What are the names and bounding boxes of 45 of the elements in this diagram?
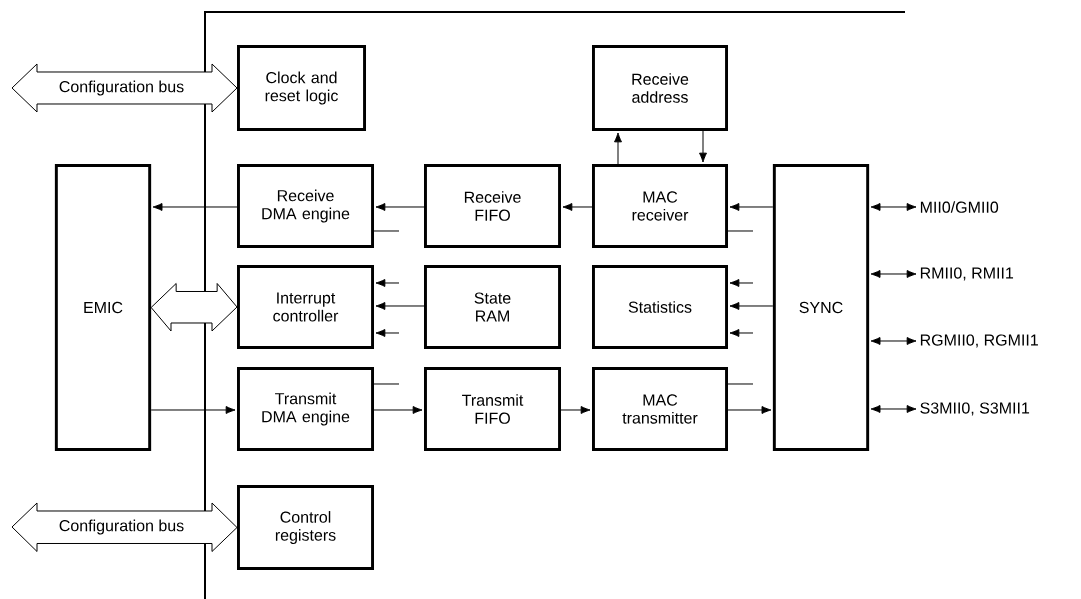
arrow [729,302,774,310]
signal-line [727,383,754,385]
signal-label: RMII0, RMII1 [920,267,1014,281]
arrow [152,203,238,211]
signal-line [373,230,400,232]
arrow [150,406,236,414]
arrow [729,279,754,287]
block-box: Transmit FIFO [424,367,561,451]
signal-label: RGMII0, RGMII1 [920,334,1038,348]
block-box: Clock and reset logic [237,45,366,131]
arrow [375,203,425,211]
arrow [375,279,400,287]
arrow [729,329,754,337]
arrow [560,406,591,414]
block-box: Statistics [592,265,728,349]
arrow [373,406,423,414]
arrow [614,132,622,165]
arrow [870,203,917,211]
bus-arrow [150,283,238,332]
block-box: Receive DMA engine [237,164,374,248]
signal-label: MII0/GMII0 [920,201,999,213]
block-box: State RAM [424,265,561,349]
signal-line [727,230,754,232]
block-box: SYNC [772,164,870,451]
signal-label: S3MII0, S3MII1 [920,402,1030,416]
bus-label: Configuration bus [57,518,186,536]
block-box: Receive FIFO [424,164,561,248]
signal-line [373,383,400,385]
arrow [375,302,425,310]
arrow [727,406,772,414]
arrow [375,329,400,337]
arrow [870,270,917,278]
block-box: MAC receiver [592,164,728,248]
bus-label: Configuration bus [57,79,186,97]
block-box: Transmit DMA engine [237,367,374,451]
arrow [870,337,917,345]
block-box: Control registers [237,485,374,570]
block-box: Interrupt controller [237,265,374,349]
block-box: Receive address [592,45,728,131]
block-box: MAC transmitter [592,367,728,451]
arrow [562,203,593,211]
arrow [729,203,774,211]
arrow [870,405,917,413]
block-box: EMIC [54,164,152,451]
arrow [699,130,707,163]
